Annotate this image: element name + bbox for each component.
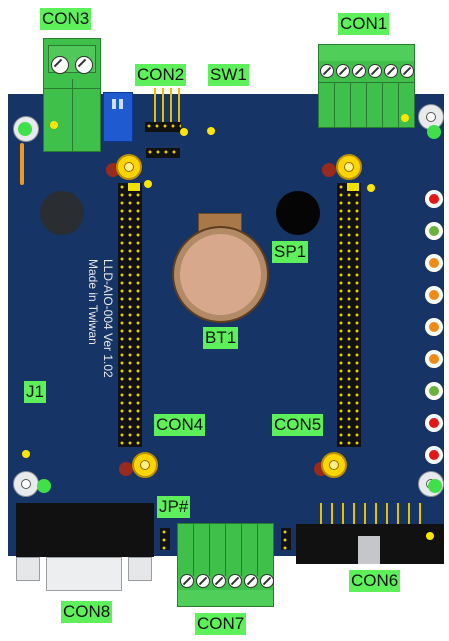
label-bt1: BT1: [203, 327, 239, 349]
screw-icon: [320, 64, 334, 78]
con2-header: [145, 122, 181, 132]
green-dot: [428, 479, 442, 493]
screw-icon: [180, 574, 194, 588]
led-red-icon: [425, 446, 443, 464]
silkscreen-line1: LLD-AIO-004 Ver 1.02: [101, 259, 115, 378]
con3-terminal-body: [43, 88, 101, 152]
con2-header-row: [146, 148, 180, 158]
pin1-marker-dot: [180, 128, 188, 136]
led-orange-icon: [425, 350, 443, 368]
con8-bracket-right: [128, 557, 152, 581]
con8-db9-housing: [16, 503, 154, 557]
screw-icon: [51, 56, 69, 74]
screw-icon: [228, 574, 242, 588]
crystal-component: [20, 143, 24, 185]
gold-pad: [116, 154, 142, 180]
con8-shell: [46, 557, 122, 591]
led-orange-icon: [425, 286, 443, 304]
con5-header: [337, 183, 361, 447]
label-sw1: SW1: [208, 64, 249, 86]
sp1-speaker: [276, 191, 320, 235]
led-red-icon: [425, 414, 443, 432]
con7-terminal-block: [177, 523, 274, 607]
sw1-dip-switch: [103, 92, 133, 142]
label-j1: J1: [24, 381, 46, 403]
gold-pad: [336, 154, 362, 180]
screw-icon: [244, 574, 258, 588]
led-red-icon: [425, 190, 443, 208]
label-sp1: SP1: [272, 241, 309, 263]
pad-dot: [119, 462, 133, 476]
bt1-coin-battery: [172, 226, 269, 323]
screw-icon: [336, 64, 350, 78]
green-dot: [427, 125, 441, 139]
con6-box-header: [296, 524, 444, 564]
label-con3: CON3: [40, 8, 92, 30]
gold-pad: [321, 452, 347, 478]
label-con5: CON5: [272, 414, 324, 436]
pin1-marker-dot: [144, 180, 152, 188]
screw-icon: [352, 64, 366, 78]
j1-marker-dot: [22, 450, 30, 458]
screw-icon: [75, 56, 93, 74]
led-orange-icon: [425, 318, 443, 336]
mounting-hole: [13, 471, 39, 497]
jp-jumper-right: [281, 528, 291, 550]
label-con4: CON4: [154, 414, 206, 436]
gold-pad: [132, 452, 158, 478]
led-green-icon: [425, 382, 443, 400]
label-jp: JP#: [157, 496, 191, 518]
screw-icon: [212, 574, 226, 588]
jp-jumper-left: [160, 528, 170, 550]
screw-icon: [400, 64, 414, 78]
pin1-marker-dot: [367, 184, 375, 192]
con1-terminal-body: [318, 82, 415, 128]
label-con8: CON8: [61, 601, 113, 623]
con6-pins: [318, 503, 428, 525]
screw-icon: [196, 574, 210, 588]
green-dot: [18, 122, 32, 136]
led-orange-icon: [425, 254, 443, 272]
label-con1: CON1: [338, 13, 390, 35]
screw-icon: [260, 574, 274, 588]
screw-icon: [368, 64, 382, 78]
con8-bracket-left: [16, 557, 40, 581]
silkscreen-line2: Made in Twiwan: [86, 259, 100, 345]
label-con2: CON2: [135, 64, 187, 86]
label-con7: CON7: [195, 613, 247, 635]
screw-icon: [384, 64, 398, 78]
pin1-marker-dot: [426, 532, 434, 540]
label-con6: CON6: [349, 570, 401, 592]
led-green-icon: [425, 222, 443, 240]
con4-header: [118, 183, 142, 447]
pin1-marker-dot: [207, 127, 215, 135]
pad-dot: [322, 163, 336, 177]
con2-header-pins: [148, 88, 188, 128]
green-dot: [37, 479, 51, 493]
buzzer-component: [40, 191, 84, 235]
pin1-marker-dot: [401, 114, 409, 122]
pin1-marker-dot: [50, 121, 58, 129]
pcb-board: [8, 94, 444, 556]
